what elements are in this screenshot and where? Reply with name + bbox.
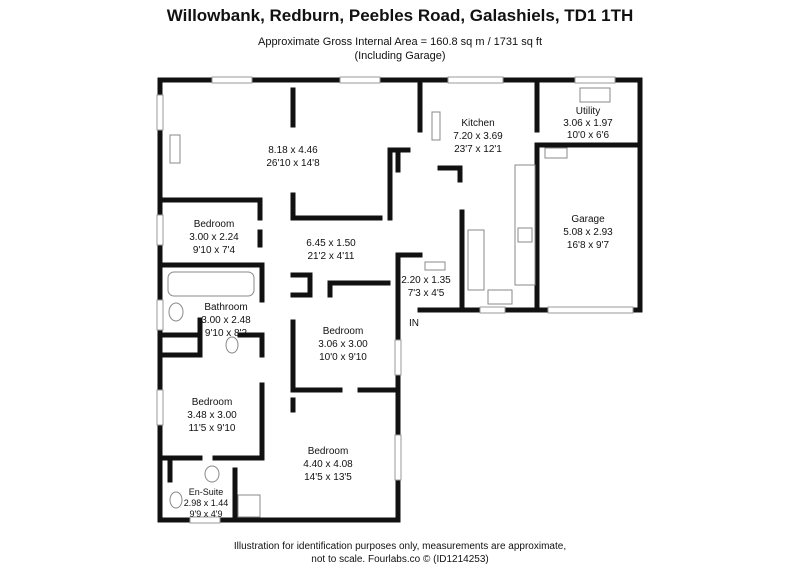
- kitchen-worktop-icon: [514, 164, 536, 286]
- window-bedroom4: [394, 434, 402, 481]
- bathroom-metric: 3.00 x 2.48: [201, 315, 251, 326]
- bedroom1-metric: 3.00 x 2.24: [189, 232, 239, 243]
- garage-metric: 5.08 x 2.93: [563, 227, 613, 238]
- bedroom3-metric: 3.48 x 3.00: [187, 410, 237, 421]
- shower-icon: [237, 494, 261, 518]
- hob-icon: [517, 227, 533, 243]
- kitchen-sink-icon: [487, 289, 513, 305]
- bedroom3-name: Bedroom: [192, 397, 233, 408]
- fixtures: [167, 87, 611, 518]
- kitchen-name: Kitchen: [461, 118, 494, 129]
- living-imperial: 26'10 x 14'8: [266, 158, 320, 169]
- hall-metric: 6.45 x 1.50: [306, 238, 356, 249]
- windows: [156, 76, 634, 524]
- porch-metric: 2.20 x 1.35: [401, 275, 451, 286]
- window-utility: [574, 76, 616, 84]
- bedroom4-name: Bedroom: [308, 446, 349, 457]
- living-metric: 8.18 x 4.46: [268, 145, 318, 156]
- ensuite-metric: 2.98 x 1.44: [184, 498, 229, 508]
- hall-imperial: 21'2 x 4'11: [307, 251, 354, 262]
- bedroom1-imperial: 9'10 x 7'4: [193, 245, 236, 256]
- boiler-icon: [544, 147, 568, 159]
- utility-imperial: 10'0 x 6'6: [567, 130, 610, 141]
- bedroom4-metric: 4.40 x 4.08: [303, 459, 353, 470]
- utility-metric: 3.06 x 1.97: [563, 118, 613, 129]
- room-labels: 8.18 x 4.46 26'10 x 14'8 Kitchen 7.20 x …: [184, 106, 613, 519]
- bath-icon: [167, 271, 255, 297]
- ensuite-basin-icon: [169, 491, 183, 509]
- kitchen-imperial: 23'7 x 12'1: [454, 144, 502, 155]
- window-living-1: [211, 76, 253, 84]
- area-note: (Including Garage): [354, 50, 446, 62]
- window-bedroom3: [156, 389, 164, 426]
- bedroom4-imperial: 14'5 x 13'5: [304, 472, 352, 483]
- page-title: Willowbank, Redburn, Peebles Road, Galas…: [166, 6, 634, 25]
- bedroom1-name: Bedroom: [194, 219, 235, 230]
- footer-line-2: not to scale. Fourlabs.co © (ID1214253): [311, 554, 489, 565]
- ensuite-name: En-Suite: [189, 487, 224, 497]
- window-kitchen: [447, 76, 504, 84]
- footer-line-1: Illustration for identification purposes…: [233, 541, 567, 552]
- toilet-icon: [225, 336, 239, 354]
- window-ensuite: [189, 516, 221, 524]
- window-living-2: [339, 76, 381, 84]
- utility-name: Utility: [576, 106, 600, 117]
- kitchen-metric: 7.20 x 3.69: [453, 131, 503, 142]
- fireplace-icon: [169, 134, 181, 164]
- bathroom-imperial: 9'10 x 8'2: [205, 328, 248, 339]
- bedroom2-metric: 3.06 x 3.00: [318, 339, 368, 350]
- window-bedroom2: [394, 339, 402, 376]
- worktop-icon: [431, 111, 441, 141]
- window-living-side: [156, 94, 164, 131]
- window-bedroom1: [156, 214, 164, 246]
- bathroom-name: Bathroom: [204, 302, 247, 313]
- porch-unit-icon: [424, 261, 446, 271]
- garage-door: [547, 306, 634, 314]
- entrance-label: IN: [409, 318, 419, 329]
- window-bathroom: [156, 299, 164, 331]
- utility-sink-icon: [579, 87, 611, 103]
- area-line: Approximate Gross Internal Area = 160.8 …: [257, 36, 542, 48]
- bedroom2-imperial: 10'0 x 9'10: [319, 352, 367, 363]
- basin-icon: [168, 302, 184, 322]
- window-kitchen-bottom: [479, 306, 506, 314]
- kitchen-unit-icon: [467, 229, 485, 291]
- garage-imperial: 16'8 x 9'7: [567, 240, 610, 251]
- ensuite-toilet-icon: [204, 465, 220, 483]
- ensuite-imperial: 9'9 x 4'9: [190, 509, 223, 519]
- garage-name: Garage: [571, 214, 605, 225]
- porch-imperial: 7'3 x 4'5: [408, 288, 445, 299]
- bedroom3-imperial: 11'5 x 9'10: [188, 423, 235, 434]
- bedroom2-name: Bedroom: [323, 326, 364, 337]
